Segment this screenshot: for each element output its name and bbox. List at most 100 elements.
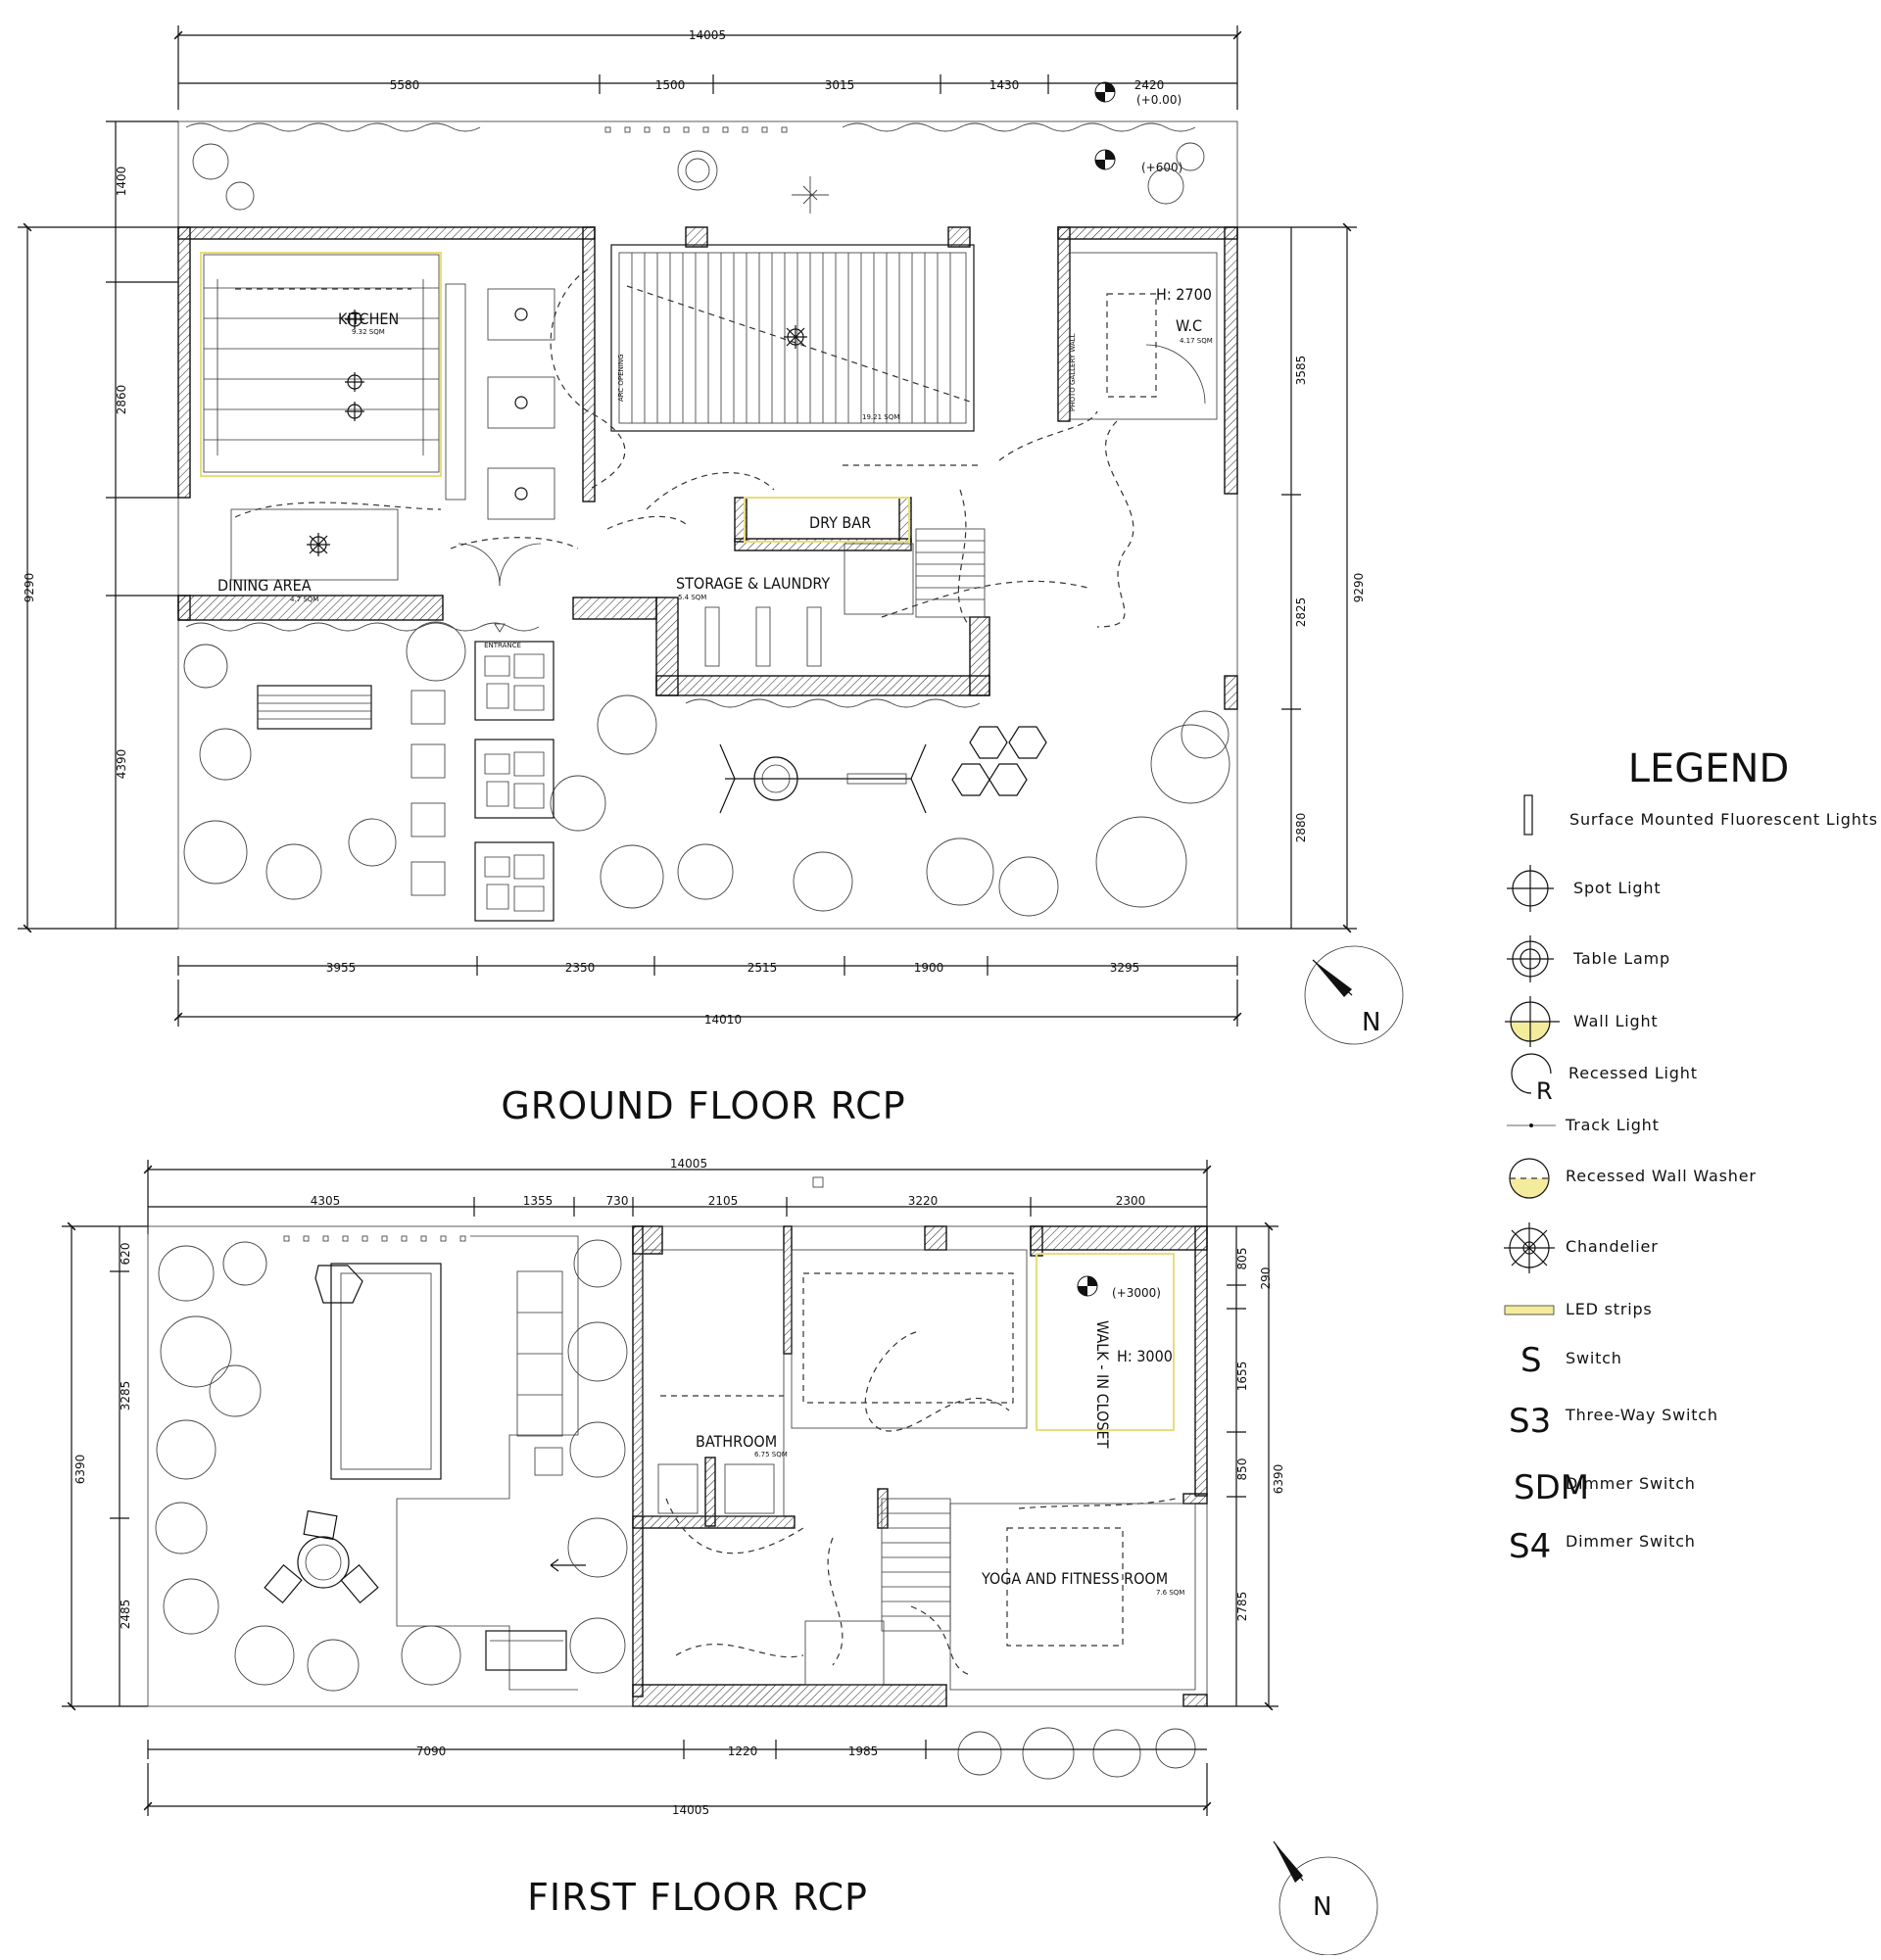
chandelier-icon	[1504, 1222, 1555, 1273]
ff-dim-top-4: 2105	[708, 1194, 739, 1208]
gf-arc-opening-label: ARC OPENING	[617, 354, 625, 402]
ff-compass: N	[1273, 1840, 1378, 1956]
ff-dim-right-2: 290	[1259, 1267, 1273, 1290]
three-way-switch-symbol: S3	[1509, 1402, 1551, 1441]
ff-walk-in: (+3000) H: 3000 WALK - IN CLOSET	[1036, 1253, 1175, 1449]
gf-wc-area: 4.17 SQM	[1180, 337, 1213, 345]
ff-bathroom-area: 6.75 SQM	[754, 1451, 788, 1458]
gf-level-0: (+0.00)	[1136, 93, 1182, 107]
legend-label-dimmer-s4: Dimmer Switch	[1566, 1532, 1696, 1551]
gf-garden	[183, 621, 1230, 922]
gf-photo-wall-label: PHOTO GALLERY WALL	[1069, 333, 1077, 411]
gf-dim-top-3: 3015	[825, 78, 855, 92]
ff-dim-bottom-total: 14005	[672, 1803, 709, 1817]
ff-dim-left-1: 620	[119, 1243, 132, 1266]
ff-dim-right-4: 850	[1235, 1458, 1249, 1481]
gf-level-600: (+600)	[1141, 161, 1182, 174]
ff-walk-in-label: WALK - IN CLOSET	[1093, 1320, 1112, 1449]
ff-dim-top-5: 3220	[908, 1194, 939, 1208]
gf-dim-right-2: 2825	[1294, 598, 1308, 628]
legend-label-dimmer: Dimmer Switch	[1566, 1474, 1696, 1493]
track-light-icon	[1507, 1123, 1556, 1127]
ff-pool-terrace	[155, 1235, 1196, 1780]
wall-light-icon	[1505, 996, 1560, 1047]
ff-bathroom: BATHROOM 6.75 SQM	[642, 1249, 788, 1517]
ff-yoga-area: 7.6 SQM	[1156, 1589, 1184, 1597]
gf-void-pergola: ARC OPENING 19.21 SQM	[610, 244, 975, 432]
ff-dims-bottom: 7090 1220 1985 14005	[143, 1740, 1212, 1817]
dimmer-switch-s4-symbol: S4	[1509, 1527, 1551, 1566]
gf-entrance: ENTRANCE	[458, 543, 542, 649]
ff-dim-right-outer: 6390	[1272, 1464, 1285, 1495]
gf-dim-left-outer: 9290	[23, 573, 36, 603]
ff-bathroom-label: BATHROOM	[696, 1432, 777, 1451]
gf-level-markers: (+0.00) (+600)	[1094, 81, 1182, 174]
ff-dim-right-1: 805	[1235, 1248, 1249, 1270]
gf-dining-area: 4.7 SQM	[290, 596, 318, 603]
gf-dim-right-3: 2880	[1294, 813, 1308, 843]
led-strip-icon	[1504, 1305, 1555, 1315]
ff-dim-bottom-2: 1220	[728, 1745, 758, 1758]
gf-dim-left-1: 1400	[115, 167, 128, 197]
legend-label-chandelier: Chandelier	[1566, 1237, 1659, 1256]
legend-label-track: Track Light	[1565, 1116, 1660, 1134]
legend-label-switch: Switch	[1566, 1349, 1622, 1367]
legend-label-spot: Spot Light	[1573, 879, 1661, 897]
gf-dim-top-total: 14005	[689, 28, 726, 42]
gf-wiring	[234, 268, 1134, 628]
gf-dim-top-2: 1500	[655, 78, 686, 92]
gf-wc: H: 2700 W.C 4.17 SQM PHOTO GALLERY WALL	[1069, 252, 1218, 420]
first-floor-plan: 14005 4305 1355 730 2105 3220 2300 6390 …	[62, 1157, 1378, 1956]
gf-dims-top: 14005 5580 1500 3015 1430 2420	[173, 25, 1242, 110]
ff-walk-in-height: H: 3000	[1117, 1347, 1173, 1365]
gf-dim-bottom-2: 2350	[565, 961, 596, 975]
legend-label-led: LED strips	[1566, 1300, 1653, 1318]
spot-light-icon	[1507, 865, 1554, 912]
ff-walls	[632, 1225, 1208, 1707]
gf-dry-bar-label: DRY BAR	[809, 513, 871, 532]
gf-dims-bottom: 3955 2350 2515 1900 3295 14010	[173, 956, 1242, 1027]
gf-top-planting	[185, 122, 1205, 214]
ff-dim-bottom-3: 1985	[848, 1745, 879, 1758]
gf-dim-top-1: 5580	[390, 78, 420, 92]
ff-dim-top-2: 1355	[523, 1194, 554, 1208]
gf-stairs	[915, 528, 986, 618]
gf-dim-bottom-5: 3295	[1110, 961, 1140, 975]
gf-walls	[177, 226, 1238, 710]
gf-dim-top-5: 2420	[1134, 78, 1165, 92]
ff-stairs	[804, 1498, 951, 1686]
ff-dim-bottom-1: 7090	[416, 1745, 447, 1758]
recessed-wall-washer-icon	[1509, 1158, 1550, 1199]
ff-dim-top-6: 2300	[1116, 1194, 1146, 1208]
ff-yoga-label: YOGA AND FITNESS ROOM	[981, 1569, 1168, 1588]
ff-dim-left-2: 3285	[119, 1381, 132, 1411]
ff-compass-n: N	[1313, 1892, 1331, 1922]
ff-dim-right-5: 2785	[1235, 1592, 1249, 1622]
gf-void-area: 19.21 SQM	[862, 413, 899, 421]
ff-dim-top-3: 730	[606, 1194, 629, 1208]
ff-dim-left-3: 2485	[119, 1600, 132, 1630]
gf-dim-right-outer: 9290	[1352, 573, 1366, 603]
ground-floor-plan: 14005 5580 1500 3015 1430 2420 (+0.00) (…	[18, 25, 1404, 1127]
legend-label-three-way: Three-Way Switch	[1565, 1406, 1718, 1424]
ff-dim-top-total: 14005	[670, 1157, 707, 1171]
gf-dining: DINING AREA 4.7 SQM	[217, 508, 399, 603]
gf-dim-left-2: 2860	[115, 385, 128, 415]
legend-label-wall-washer: Recessed Wall Washer	[1566, 1167, 1757, 1185]
gf-wc-height: H: 2700	[1156, 285, 1212, 304]
gf-site-boundary	[177, 120, 1238, 930]
ff-level-3000: (+3000)	[1112, 1286, 1161, 1300]
legend-label-recessed: Recessed Light	[1568, 1064, 1698, 1082]
ff-title: FIRST FLOOR RCP	[527, 1876, 868, 1919]
ff-dims-right: 6390 805 290 1655 850 2785	[1207, 1221, 1285, 1711]
ff-dim-top-1: 4305	[311, 1194, 341, 1208]
table-lamp-icon	[1507, 935, 1554, 982]
surface-fluorescent-icon	[1523, 794, 1533, 836]
ff-yoga: YOGA AND FITNESS ROOM 7.6 SQM	[949, 1503, 1196, 1691]
gf-dining-label: DINING AREA	[217, 576, 312, 595]
ff-master-ceiling	[791, 1249, 1028, 1432]
gf-title: GROUND FLOOR RCP	[501, 1084, 905, 1127]
ff-dims-left: 6390 620 3285 2485	[62, 1221, 148, 1711]
